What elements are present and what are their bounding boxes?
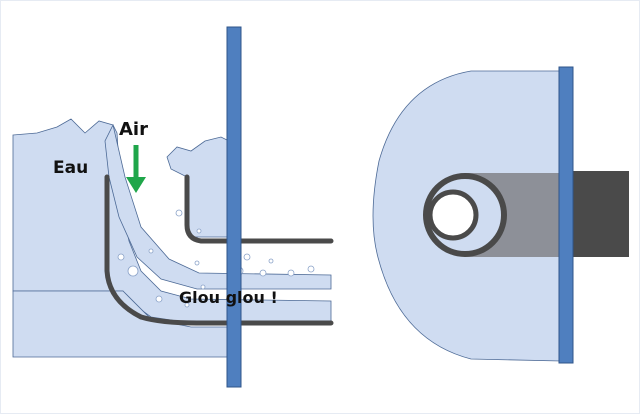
bubble (268, 258, 274, 264)
pipe-exit (571, 171, 629, 257)
bubble (184, 302, 190, 308)
bubble (287, 269, 295, 277)
pipe-inner-wall (184, 174, 334, 244)
pipe-outer-wall (104, 174, 334, 326)
wall-left (226, 26, 242, 388)
bubble (127, 265, 139, 277)
bubble (307, 265, 315, 273)
bubble (194, 260, 200, 266)
bubble (259, 269, 267, 277)
bubble (117, 253, 125, 261)
water-inner (104, 123, 332, 290)
arrow-down-icon (126, 145, 146, 193)
label-water: Eau (53, 158, 88, 178)
bubble (148, 248, 154, 254)
pipe-opening (427, 189, 479, 241)
label-gurgle: Glou glou ! (179, 288, 278, 307)
bubble (200, 284, 206, 290)
bubble (243, 253, 251, 261)
bubble (175, 209, 183, 217)
wall-right (558, 66, 574, 364)
water-right (166, 136, 234, 238)
front-view (372, 66, 629, 364)
side-view: Eau Air Glou glou ! (12, 26, 334, 388)
bubble (155, 295, 163, 303)
label-air: Air (119, 119, 148, 140)
water-lower (12, 290, 234, 358)
bubble (196, 228, 202, 234)
